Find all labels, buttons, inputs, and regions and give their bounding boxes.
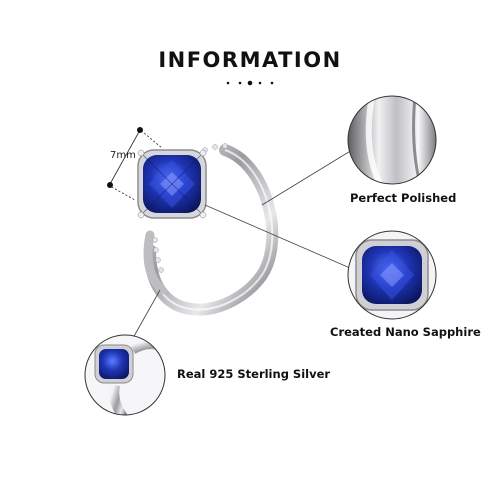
callout-label-sapphire: Created Nano Sapphire — [330, 325, 481, 339]
title-decoration-dots — [226, 80, 274, 86]
callout-label-polished: Perfect Polished — [350, 191, 457, 205]
detail-circle-silver — [84, 334, 166, 416]
ring-band — [143, 143, 279, 316]
detail-circle-sapphire — [347, 230, 437, 320]
detail-circle-polished — [347, 95, 437, 185]
sapphire-gem — [137, 149, 207, 219]
leader-line-silver — [132, 289, 161, 339]
dimension-label: 7mm — [110, 150, 136, 161]
dimension-marker — [107, 127, 163, 201]
page-title: INFORMATION — [158, 48, 342, 72]
leader-line-polished — [261, 149, 353, 206]
callout-label-silver: Real 925 Sterling Silver — [177, 367, 331, 381]
leader-line-sapphire — [204, 204, 351, 269]
